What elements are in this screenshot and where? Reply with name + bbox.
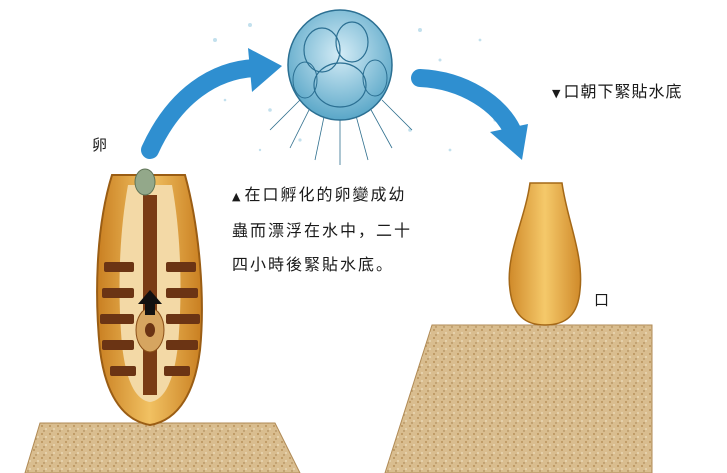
arrow-left (141, 48, 282, 159)
top-right-note: ▼口朝下緊貼水底 (552, 84, 682, 100)
arrow-right (411, 69, 528, 160)
mouth-label: 口 (594, 291, 610, 309)
description-line-2: 蟲而漂浮在水中，二十 (232, 221, 413, 240)
egg (134, 168, 156, 196)
top-right-note-text: 口朝下緊貼水底 (563, 82, 683, 101)
description-line-1: ▲在口孵化的卵變成幼 (232, 185, 407, 204)
larva (287, 9, 393, 121)
egg-label: 卵 (92, 136, 108, 154)
ground-left (24, 422, 301, 473)
larva-cilia (269, 99, 413, 165)
description-line-3: 四小時後緊貼水底。 (232, 255, 395, 274)
ground-right (384, 324, 653, 473)
up-marker-icon: ▲ (232, 190, 243, 203)
attached-polyp (508, 182, 582, 326)
hatching-description: ▲在口孵化的卵變成幼 蟲而漂浮在水中，二十 四小時後緊貼水底。 (232, 178, 462, 282)
down-marker-icon: ▼ (552, 87, 562, 100)
adult-cross-section (96, 174, 203, 427)
